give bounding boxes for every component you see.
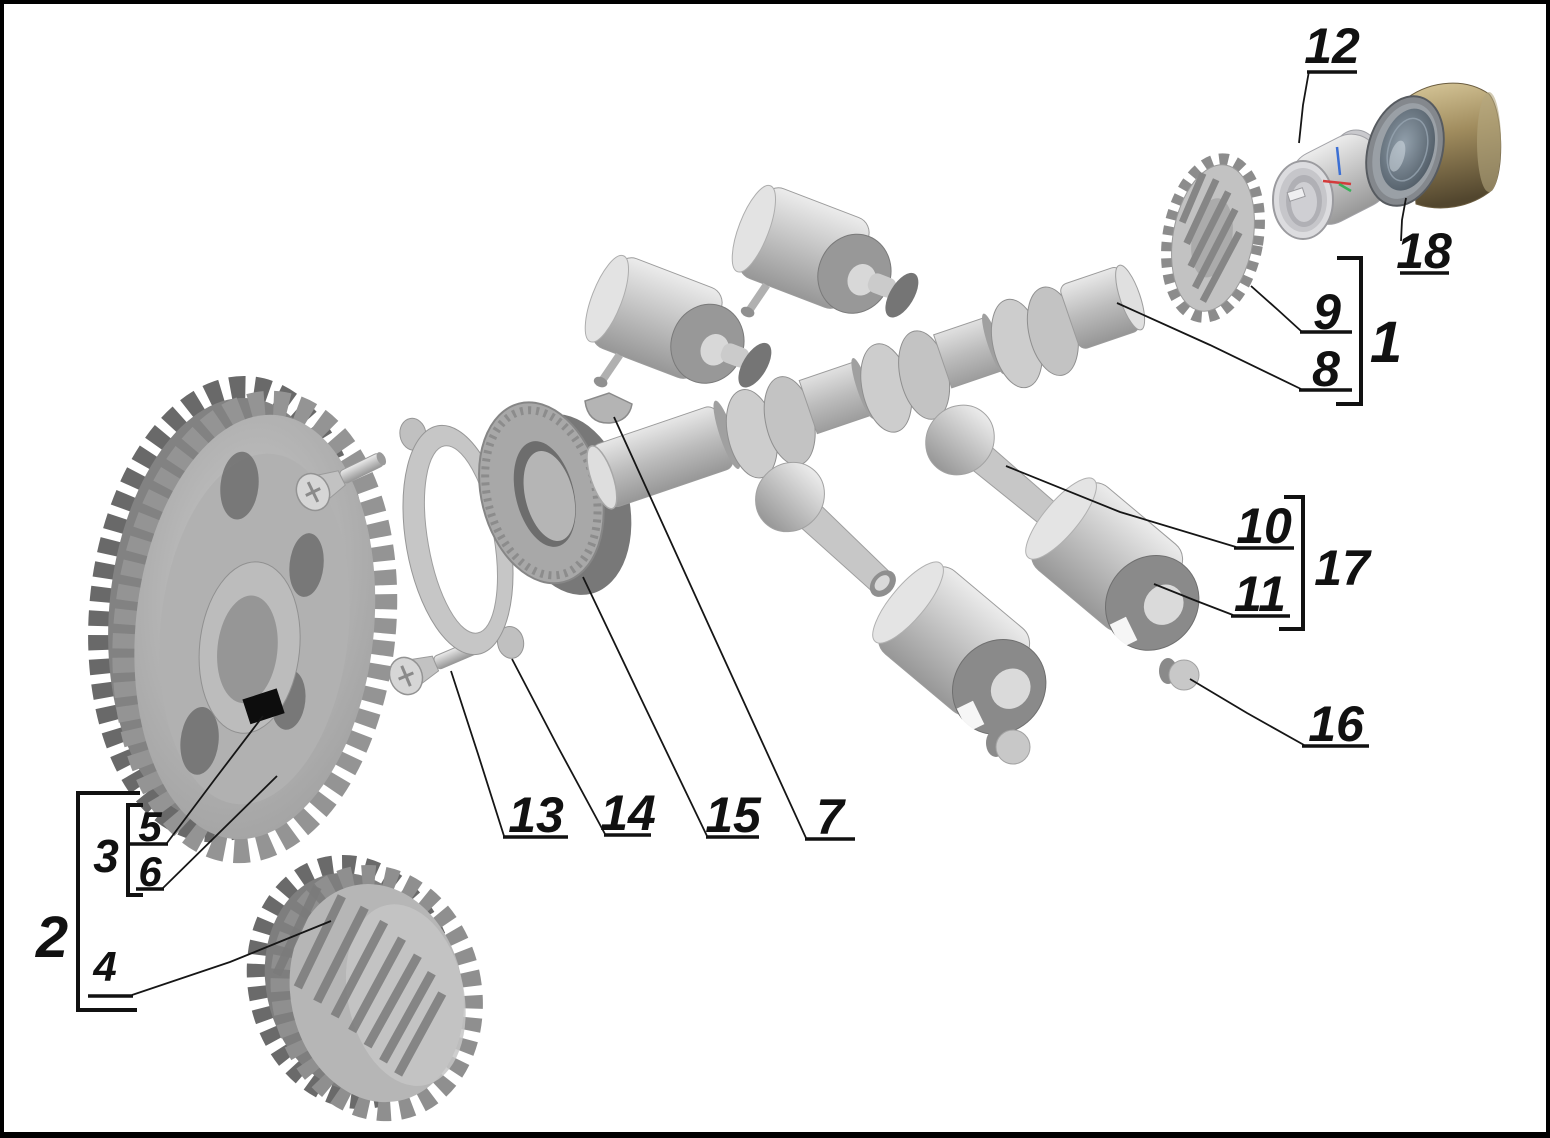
gear-web-hole — [220, 451, 259, 520]
callout-17: 17 — [1314, 540, 1372, 596]
callout-1: 1 — [1370, 310, 1402, 375]
group-brackets — [76, 256, 1363, 1012]
tappet-ball-2 — [1159, 658, 1200, 691]
callout-8: 8 — [1312, 341, 1340, 397]
callout-12: 12 — [1304, 18, 1360, 74]
callout-9: 9 — [1313, 284, 1341, 340]
callout-5: 5 — [138, 803, 162, 850]
callout-3: 3 — [93, 830, 119, 882]
callout-18: 18 — [1396, 223, 1452, 279]
callout-16: 16 — [1308, 696, 1365, 752]
steel-flanged-bushing — [1365, 82, 1502, 209]
callout-underlines — [88, 70, 1449, 998]
callout-2: 2 — [35, 905, 68, 970]
callout-4-leader — [131, 920, 332, 996]
callout-13-leader — [450, 670, 505, 837]
axis-y-mark — [1338, 182, 1352, 193]
gear-key — [242, 688, 285, 725]
end-gear-teeth-stripes — [1179, 171, 1243, 303]
camshaft — [586, 264, 1146, 510]
axis-z-mark — [1335, 146, 1342, 176]
callout-14: 14 — [600, 785, 656, 841]
leader-lines — [131, 70, 1407, 996]
woodruff-key — [584, 392, 633, 424]
axis-x-mark — [1322, 179, 1352, 186]
bracket-group-1 — [1336, 256, 1363, 406]
callout-15: 15 — [705, 787, 762, 843]
callout-6: 6 — [138, 848, 162, 895]
callout-7-leader — [613, 416, 807, 839]
callout-14-leader — [511, 658, 606, 835]
callout-labels: 12 18 9 8 1 10 11 17 16 13 14 15 7 5 6 3… — [35, 18, 1452, 990]
gear-bore — [217, 595, 278, 704]
camshaft-end-gear — [1161, 153, 1265, 323]
callout-9-leader — [1250, 285, 1302, 332]
callout-11-leader — [1153, 583, 1234, 616]
callout-5-leader — [166, 715, 264, 844]
callout-12-leader — [1298, 70, 1310, 144]
callout-4: 4 — [92, 943, 116, 990]
bracket-group-2 — [76, 791, 140, 1012]
callout-10: 10 — [1236, 498, 1292, 554]
bracket-group-17 — [1279, 495, 1305, 631]
callout-13: 13 — [508, 787, 564, 843]
callout-11: 11 — [1234, 566, 1286, 622]
camshaft-drive-gear — [88, 375, 398, 864]
driven-helical-gear — [246, 854, 483, 1122]
callout-7: 7 — [816, 789, 846, 845]
callout-18-leader — [1400, 197, 1407, 242]
callout-16-leader — [1189, 678, 1305, 746]
callout-6-leader — [162, 775, 278, 889]
tappet-ball-1 — [986, 729, 1031, 765]
bracket-group-3 — [126, 803, 143, 897]
callout-15-leader — [582, 576, 708, 837]
gear-web-hole — [289, 533, 324, 597]
pushrod-1 — [740, 447, 916, 618]
callout-10-leader — [1005, 465, 1237, 548]
bushing-keyway — [1286, 187, 1306, 202]
callout-8-leader — [1116, 302, 1302, 390]
helical-teeth-stripes — [272, 885, 447, 1077]
gear-web-hole — [180, 706, 219, 775]
